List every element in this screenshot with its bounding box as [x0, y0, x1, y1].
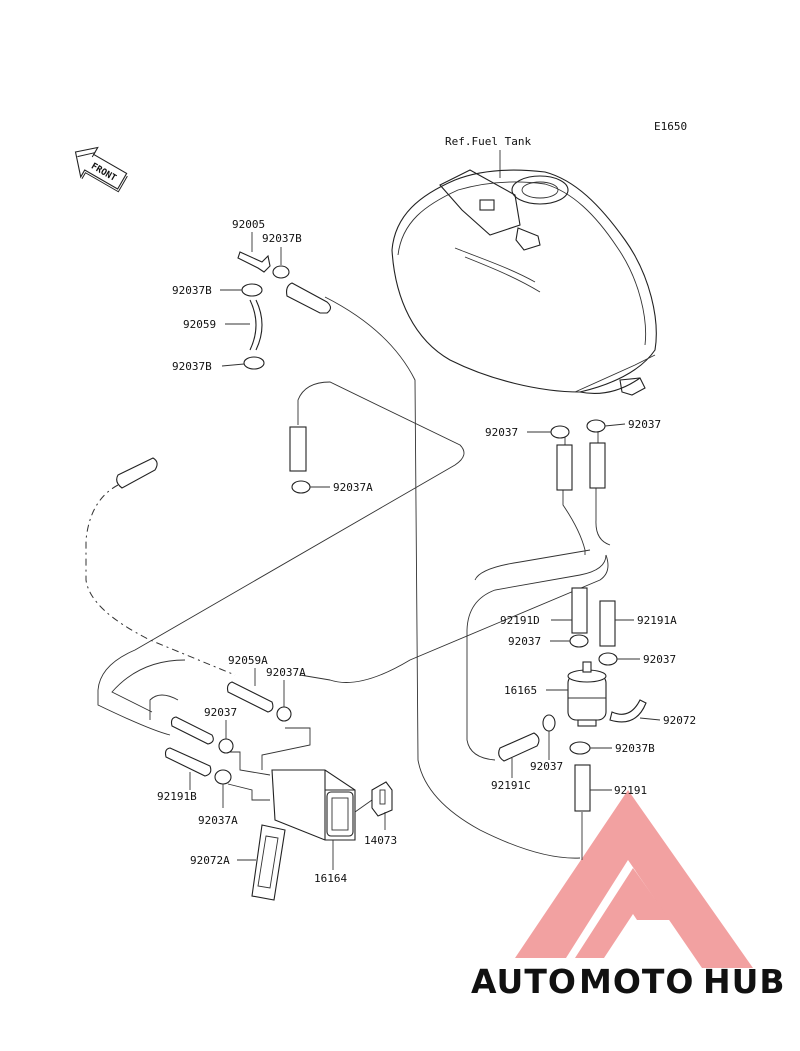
front-arrow-icon: FRONT	[74, 146, 128, 193]
label-92037B-top: 92037B	[262, 232, 302, 245]
fitting-92005	[237, 251, 271, 273]
hose-92059	[249, 299, 263, 351]
label-92037B-r: 92037B	[615, 742, 655, 755]
fuel-tank	[391, 169, 657, 396]
label-16164: 16164	[314, 872, 347, 885]
label-92059A: 92059A	[228, 654, 268, 667]
label-92072: 92072	[663, 714, 696, 727]
bracket-92072	[609, 699, 647, 723]
hose-92191-parts	[116, 282, 616, 812]
label-92037-r3: 92037	[643, 653, 676, 666]
label-14073: 14073	[364, 834, 397, 847]
label-92191B: 92191B	[157, 790, 197, 803]
label-92005: 92005	[232, 218, 265, 231]
ref-fuel-tank-label: Ref.Fuel Tank	[445, 135, 531, 148]
label-92037A-r: 92037A	[266, 666, 306, 679]
fuel-filter-16165	[567, 661, 607, 727]
leader-lines	[189, 232, 661, 870]
label-92191A: 92191A	[637, 614, 677, 627]
label-92037-left: 92037	[485, 426, 518, 439]
bracket-14073	[371, 781, 393, 817]
label-92037-r2: 92037	[508, 635, 541, 648]
label-92037-l3: 92037	[204, 706, 237, 719]
label-92191: 92191	[614, 784, 647, 797]
label-92059: 92059	[183, 318, 216, 331]
watermark-part2: MOTO	[579, 962, 694, 1001]
label-92072A: 92072A	[190, 854, 230, 867]
part-labels: 92005 92037B 92037B 92059 92037B 92037A …	[157, 218, 696, 885]
label-92037B-1: 92037B	[172, 284, 212, 297]
watermark-text: AUTO MOTO HUB	[471, 962, 786, 1001]
hose-routing	[85, 296, 611, 860]
label-92037-right: 92037	[628, 418, 661, 431]
label-16165: 16165	[504, 684, 537, 697]
label-92037A-mid: 92037A	[333, 481, 373, 494]
watermark-logo	[515, 790, 753, 968]
label-92037A-low: 92037A	[198, 814, 238, 827]
watermark-part1: AUTO	[471, 962, 577, 1001]
strap-92072A	[251, 824, 286, 901]
label-92037-low: 92037	[530, 760, 563, 773]
label-92191D: 92191D	[500, 614, 540, 627]
label-92037B-2: 92037B	[172, 360, 212, 373]
watermark-part3: HUB	[703, 962, 786, 1001]
diagram-code: E1650	[654, 120, 687, 133]
label-92191C: 92191C	[491, 779, 531, 792]
canister-16164	[271, 769, 373, 841]
